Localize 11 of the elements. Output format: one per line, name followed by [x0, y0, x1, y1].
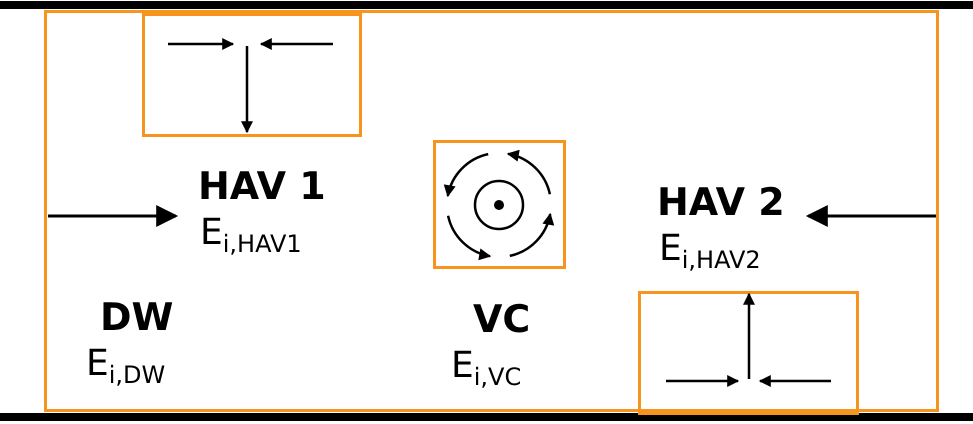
region-label: VC [473, 300, 530, 338]
energy-label: E$_{i,DW}$ [86, 346, 166, 388]
region-label: DW [100, 298, 174, 336]
arrow [806, 205, 936, 227]
region-label: HAV 2 [657, 183, 785, 221]
energy-label: E$_{i,HAV1}$ [200, 215, 302, 256]
channel-box [44, 10, 939, 412]
energy-label: E$_{i,HAV2}$ [659, 231, 761, 272]
region-label: HAV 1 [198, 167, 326, 205]
energy-label: E$_{i,VC}$ [451, 348, 522, 390]
arrow [48, 205, 178, 227]
